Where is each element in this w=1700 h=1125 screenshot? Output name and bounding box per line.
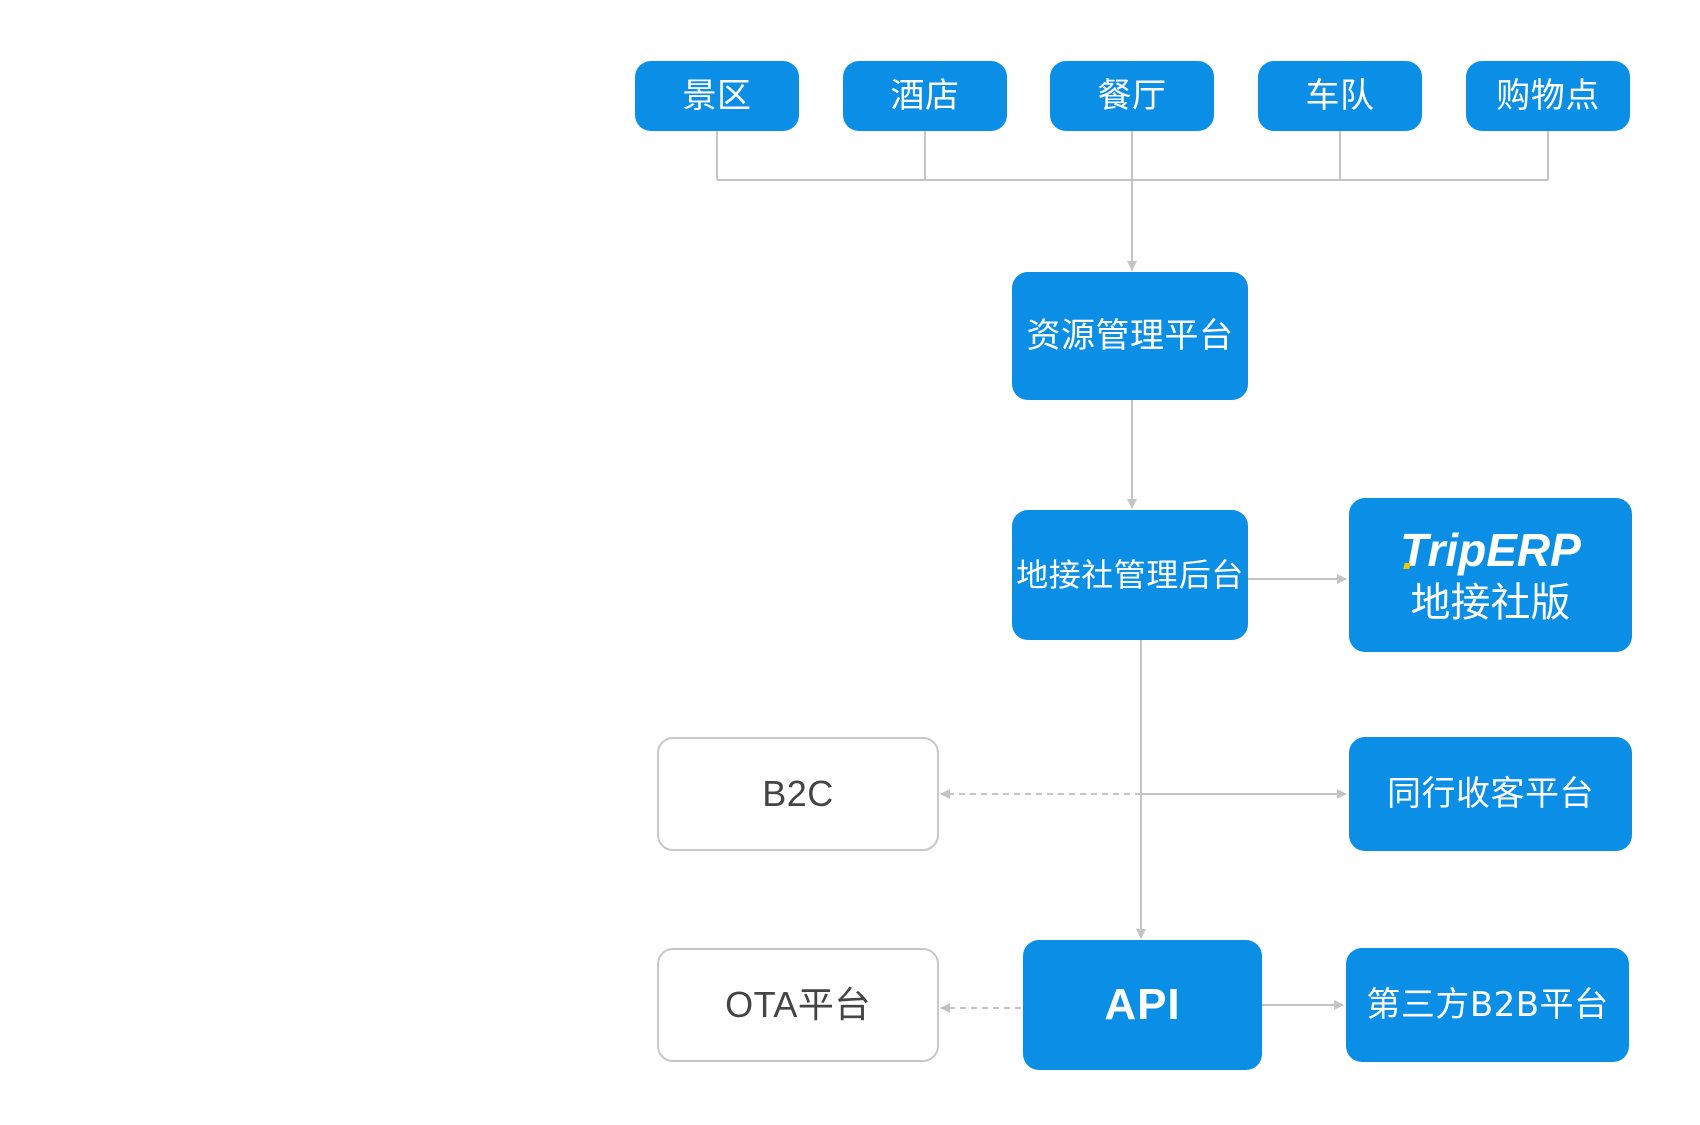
triperp-edition-label: 地接社版 — [1410, 580, 1571, 626]
node-fleet-label: 车队 — [1305, 76, 1375, 116]
node-triperp-edition[interactable]: TripERP 地接社版 — [1349, 498, 1632, 652]
node-b2c-label: B2C — [762, 773, 834, 814]
node-restaurant-label: 餐厅 — [1097, 76, 1167, 116]
node-api-label: API — [1104, 980, 1181, 1029]
node-hotel[interactable]: 酒店 — [843, 61, 1007, 131]
node-peer-platform-label: 同行收客平台 — [1387, 774, 1594, 814]
node-peer-platform[interactable]: 同行收客平台 — [1349, 737, 1632, 851]
node-scenic-area[interactable]: 景区 — [635, 61, 799, 131]
node-resource-platform-label: 资源管理平台 — [1026, 316, 1234, 356]
node-agency-backend[interactable]: 地接社管理后台 — [1012, 510, 1248, 640]
node-api[interactable]: API — [1023, 940, 1262, 1070]
node-agency-backend-label: 地接社管理后台 — [1016, 556, 1244, 594]
node-b2c[interactable]: B2C — [657, 737, 939, 851]
node-shopping[interactable]: 购物点 — [1466, 61, 1630, 131]
node-ota-platform-label: OTA平台 — [725, 984, 871, 1025]
node-hotel-label: 酒店 — [890, 76, 960, 116]
node-resource-platform[interactable]: 资源管理平台 — [1012, 272, 1248, 400]
node-shopping-label: 购物点 — [1496, 76, 1600, 116]
node-scenic-area-label: 景区 — [682, 76, 752, 116]
node-third-party-b2b[interactable]: 第三方B2B平台 — [1346, 948, 1629, 1062]
node-fleet[interactable]: 车队 — [1258, 61, 1422, 131]
node-restaurant[interactable]: 餐厅 — [1050, 61, 1214, 131]
node-third-party-b2b-label: 第三方B2B平台 — [1366, 985, 1609, 1025]
node-ota-platform[interactable]: OTA平台 — [657, 948, 939, 1062]
triperp-logo: TripERP — [1400, 524, 1581, 576]
